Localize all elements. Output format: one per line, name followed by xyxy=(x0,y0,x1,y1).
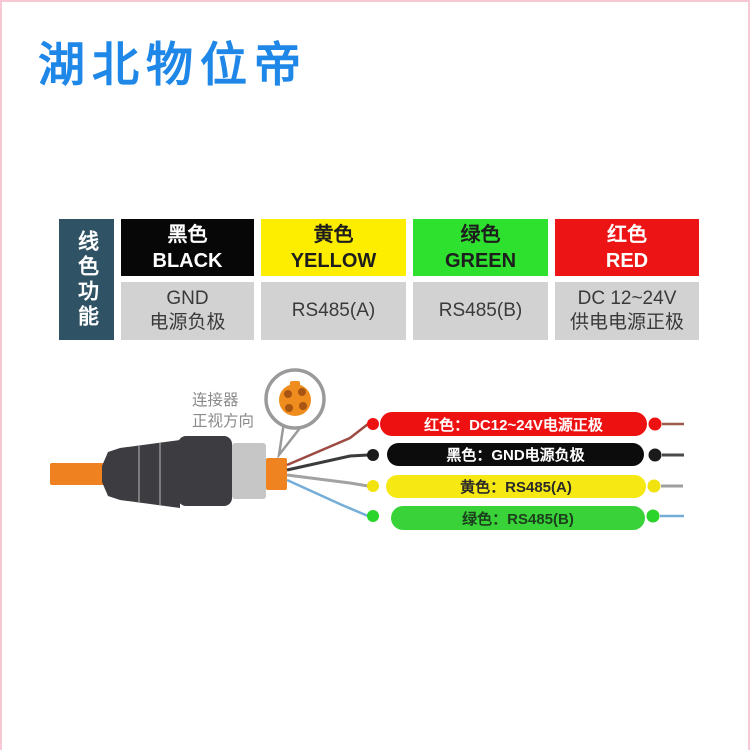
header-yellow-cn: 黄色 xyxy=(313,223,354,246)
header-green-cn: 绿色 xyxy=(460,223,501,246)
table-cell-green-function: RS485(B) xyxy=(413,282,548,340)
table-header-green: 绿色 GREEN xyxy=(413,219,548,276)
yellow-function-line1: RS485(A) xyxy=(291,300,376,321)
cable-illustration xyxy=(50,436,287,508)
red-function-line1: DC 12~24V xyxy=(577,288,677,309)
magnifier-caption-line1: 连接器 xyxy=(192,392,239,409)
header-yellow-en: YELLOW xyxy=(290,249,377,272)
header-green-en: GREEN xyxy=(444,249,517,272)
wire-tag-green: 绿色：RS485(B) xyxy=(391,506,645,530)
wire-tag-yellow: 黄色：RS485(A) xyxy=(386,475,646,498)
wire-function-table: 线色功能 黑色 BLACK 黄色 YELLOW 绿色 GREEN 红色 RED … xyxy=(59,219,699,340)
table-header-red: 红色 RED xyxy=(555,219,699,276)
wire-leads xyxy=(286,423,369,518)
connector-face-icon xyxy=(279,381,311,416)
black-function-line2: 电源负极 xyxy=(149,312,226,333)
red-function-line2: 供电电源正极 xyxy=(569,312,684,333)
table-header-black: 黑色 BLACK xyxy=(121,219,254,276)
table-corner-label: 线色功能 xyxy=(75,229,99,330)
table-header-yellow: 黄色 YELLOW xyxy=(261,219,406,276)
table-cell-yellow-function: RS485(A) xyxy=(261,282,406,340)
magnifier-caption: 连接器 正视方向 xyxy=(192,390,254,432)
table-cell-red-function: DC 12~24V 供电电源正极 xyxy=(555,282,699,340)
wire-tag-red: 红色：DC12~24V电源正极 xyxy=(380,412,647,436)
header-black-en: BLACK xyxy=(152,249,223,272)
black-function-line1: GND xyxy=(166,288,209,309)
table-cell-black-function: GND 电源负极 xyxy=(121,282,254,340)
green-function-line1: RS485(B) xyxy=(438,300,523,321)
table-corner-cell: 线色功能 xyxy=(59,219,114,340)
wire-dots-right xyxy=(646,417,684,523)
brand-logo-text: 湖北物位帝 xyxy=(38,38,308,93)
wire-tag-black: 黑色：GND电源负极 xyxy=(387,443,644,466)
magnifier-caption-line2: 正视方向 xyxy=(192,413,255,430)
header-red-cn: 红色 xyxy=(607,223,647,246)
header-red-en: RED xyxy=(605,249,649,272)
magnifier-callout xyxy=(264,368,326,460)
header-black-cn: 黑色 xyxy=(167,223,208,246)
wire-dots-left xyxy=(367,418,379,522)
